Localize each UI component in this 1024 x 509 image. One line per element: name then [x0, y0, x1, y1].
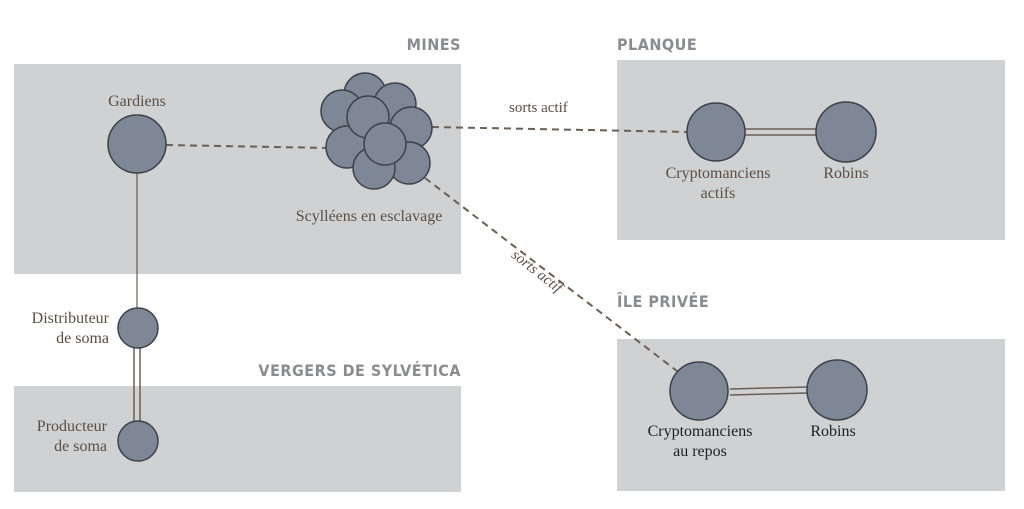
- label-crypto-actifs-line1: Cryptomanciens: [665, 165, 771, 182]
- vergers-panel: [14, 386, 461, 492]
- edge-scylleens-crypto-repos: [424, 177, 678, 372]
- label-crypto-repos-line1: Cryptomanciens: [647, 423, 753, 440]
- label-robins-ile: Robins: [810, 423, 856, 440]
- label-producteur: Producteur de soma: [0, 417, 107, 457]
- region-title-planque: PLANQUE: [617, 35, 698, 54]
- region-title-vergers: VERGERS DE SYLVÉTICA: [258, 361, 461, 380]
- node-gardiens: [107, 114, 167, 174]
- node-crypto-repos: [669, 361, 729, 421]
- edge-label-sorts-actif-planque: sorts actif: [509, 100, 568, 116]
- node-robins-planque: [815, 101, 877, 163]
- label-crypto-repos: Cryptomanciens au repos: [630, 422, 770, 462]
- label-producteur-line1: Producteur: [36, 418, 107, 435]
- node-scylleens-cluster: [320, 72, 433, 190]
- planque-panel: [617, 60, 1005, 240]
- edge-scylleens-crypto-actifs: [431, 126, 689, 133]
- region-title-mines: MINES: [406, 35, 461, 54]
- label-distributeur-line1: Distributeur: [31, 310, 109, 327]
- label-crypto-actifs-line2: actifs: [700, 185, 736, 202]
- node-robins-ile: [806, 359, 868, 421]
- node-distributeur: [117, 307, 159, 349]
- label-robins-planque: Robins: [823, 165, 869, 182]
- edge-crypto-actifs-robins: [745, 128, 816, 136]
- edge-gardiens-scylleens: [165, 144, 331, 149]
- node-crypto-actifs: [686, 102, 746, 162]
- region-title-ile-privee: ÎLE PRIVÉE: [617, 292, 710, 311]
- label-gardiens: Gardiens: [108, 93, 166, 110]
- label-distributeur: Distributeur de soma: [0, 309, 109, 349]
- label-crypto-repos-line2: au repos: [673, 443, 727, 460]
- label-producteur-line2: de soma: [54, 438, 107, 455]
- label-distributeur-line2: de soma: [56, 330, 109, 347]
- edge-crypto-repos-robins: [729, 386, 809, 396]
- label-scylleens: Scylléens en esclavage: [295, 208, 443, 225]
- node-producteur: [117, 420, 159, 462]
- edge-distributeur-producteur: [133, 348, 141, 422]
- label-crypto-actifs: Cryptomanciens actifs: [648, 164, 788, 204]
